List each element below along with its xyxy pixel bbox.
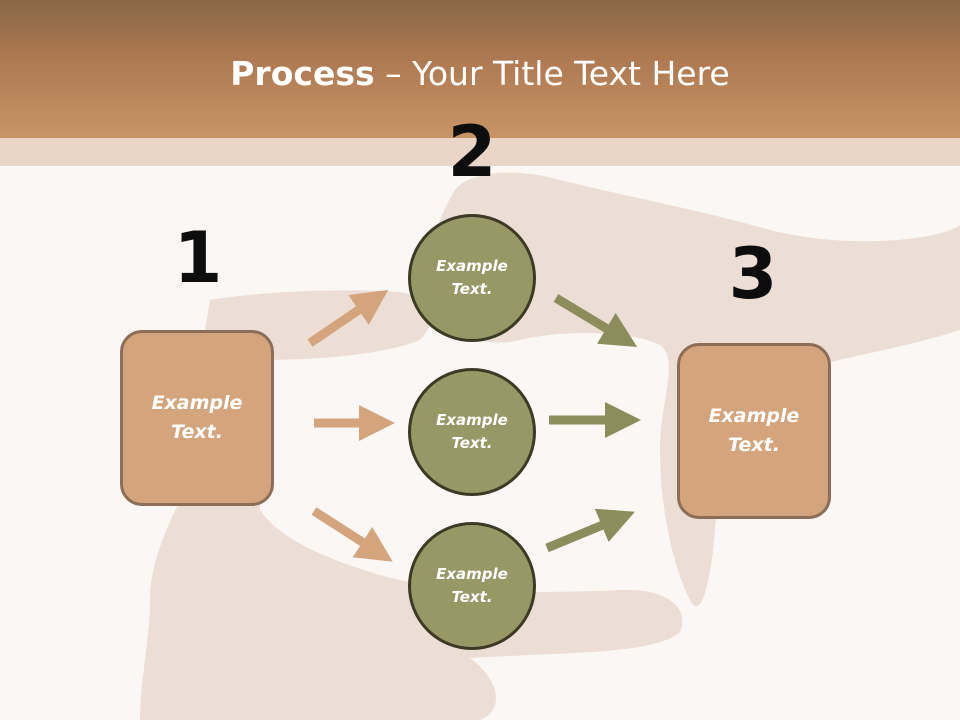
circle-middle: Example Text. [408, 368, 536, 496]
step-number-1: 1 [173, 217, 223, 299]
circle-top: Example Text. [408, 214, 536, 342]
step-number-2: 2 [447, 111, 497, 193]
right-box-text: Example Text. [708, 405, 800, 456]
arrow-bottom-to-right [545, 508, 635, 553]
left-box-text: Example Text. [151, 392, 243, 443]
step-number-3: 3 [728, 233, 778, 315]
header-band [0, 0, 960, 138]
circle-middle-text: Example Text. [436, 411, 508, 452]
arrow-left-to-top [307, 289, 389, 347]
arrow-left-to-bottom [311, 507, 393, 562]
right-box: Example Text. [677, 343, 831, 519]
title-rest: – Your Title Text Here [374, 54, 730, 93]
arrow-top-to-right [553, 294, 638, 347]
circle-top-text: Example Text. [436, 257, 508, 298]
header-strip [0, 138, 960, 166]
circle-bottom: Example Text. [408, 522, 536, 650]
title-bold: Process [230, 54, 375, 93]
slide-title: Process – Your Title Text Here [0, 52, 960, 96]
left-box: Example Text. [120, 330, 274, 506]
circle-bottom-text: Example Text. [436, 565, 508, 606]
